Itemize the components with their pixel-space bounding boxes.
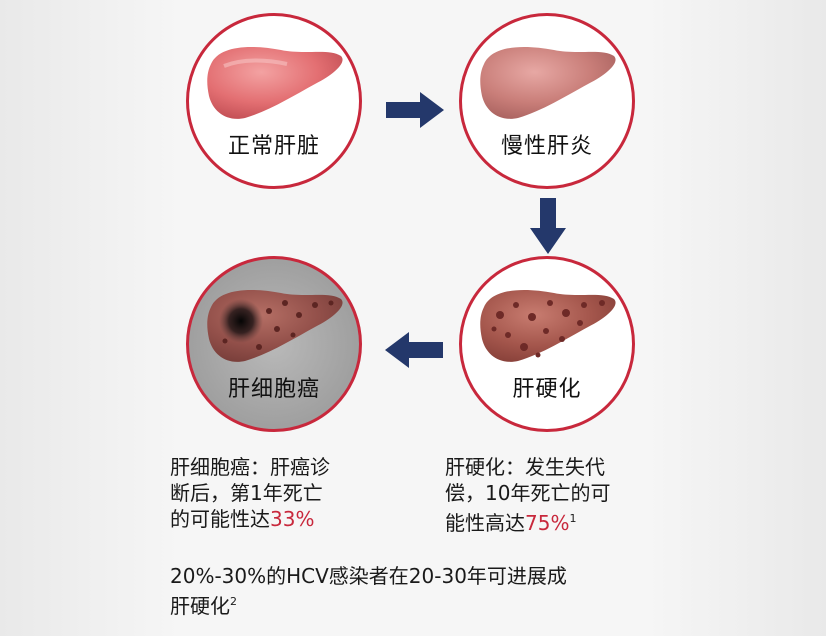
stage-label: 正常肝脏 (227, 134, 320, 159)
stage-label: 肝细胞癌 (227, 377, 320, 402)
description-text: 能性高达 (445, 511, 525, 535)
description-line: 肝硬化：发生失代 (445, 455, 605, 479)
footer-line: 20%-30%的HCV感染者在20-30年可进展成 (170, 564, 567, 588)
footer-text: 肝硬化 (170, 594, 230, 618)
stage-cirrhosis: 肝硬化 (459, 256, 635, 432)
mortality-rate-highlight: 33% (270, 507, 315, 531)
cirrhotic-liver-icon (480, 289, 616, 362)
description-line: 偿，10年死亡的可 (445, 481, 611, 505)
mortality-rate-highlight: 75% (525, 511, 570, 535)
arrow-left-icon (385, 332, 443, 368)
arrow-right-icon (386, 92, 444, 128)
description-line: 肝细胞癌：肝癌诊 (170, 455, 330, 479)
cancer-description: 肝细胞癌：肝癌诊 断后，第1年死亡 的可能性达33% (170, 454, 400, 532)
inflamed-liver-icon (480, 46, 616, 119)
description-line: 断后，第1年死亡 (170, 481, 323, 505)
footer-note: 20%-30%的HCV感染者在20-30年可进展成 肝硬化2 (170, 563, 690, 619)
footnote-ref: 2 (230, 595, 237, 608)
footer-line: 肝硬化2 (170, 589, 690, 619)
stage-label: 肝硬化 (512, 377, 582, 402)
stage-chronic-hepatitis: 慢性肝炎 (459, 13, 635, 189)
arrow-down-icon (530, 198, 566, 254)
description-line: 的可能性达33% (170, 506, 400, 532)
footnote-ref: 1 (569, 512, 577, 525)
normal-liver-icon (207, 46, 343, 119)
stage-hepatocellular-carcinoma: 肝细胞癌 (186, 256, 362, 432)
stage-label: 慢性肝炎 (500, 134, 593, 159)
stage-normal-liver: 正常肝脏 (186, 13, 362, 189)
cancerous-liver-icon (207, 289, 343, 362)
description-line: 能性高达75%1 (445, 506, 685, 536)
description-text: 的可能性达 (170, 507, 270, 531)
cirrhosis-description: 肝硬化：发生失代 偿，10年死亡的可 能性高达75%1 (445, 454, 685, 536)
